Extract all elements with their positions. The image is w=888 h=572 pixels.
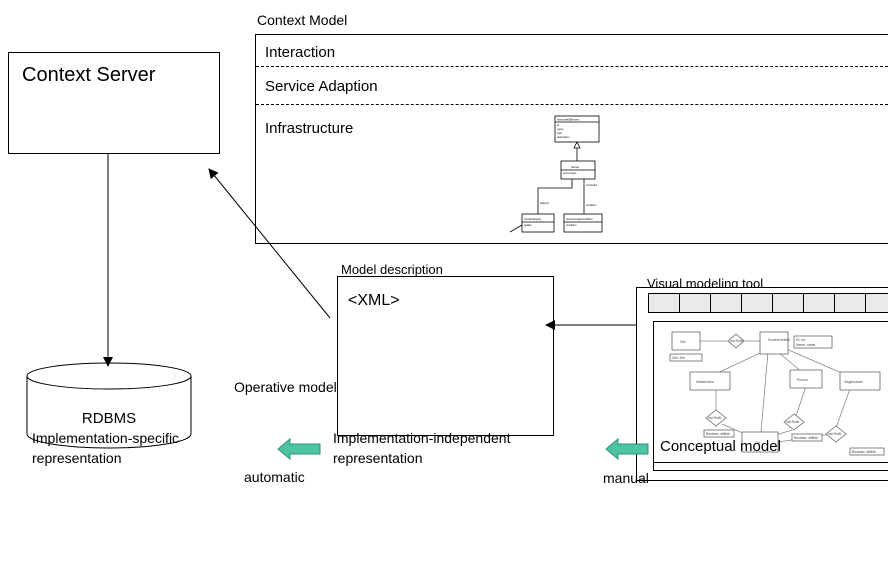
uml-attr: condition — [566, 223, 577, 227]
layer-divider — [256, 66, 888, 67]
context-server-box — [8, 52, 220, 154]
layer-infrastructure: Infrastructure — [265, 120, 354, 137]
uml-class-associated-element — [554, 115, 600, 143]
layer-service-adaption: Service Adaption — [265, 78, 378, 95]
context-server-title: Context Server — [22, 64, 156, 86]
impl-independent-line1: Implementation-independent — [333, 430, 511, 446]
uml-class-name-0: AssociatedElement — [557, 118, 579, 122]
er-relation-label: hat Rolle — [786, 420, 799, 424]
impl-specific-line1: Implementation-specific — [32, 430, 180, 446]
toolbar-cell[interactable] — [680, 293, 711, 313]
er-entity-gegenstand — [839, 371, 881, 391]
er-entity-label: Person — [797, 378, 808, 382]
canvas-scrollbar-line — [654, 462, 888, 463]
er-entity-ort — [741, 431, 779, 453]
er-entity-label: Gegenstand — [844, 380, 863, 384]
er-attr-label: ID: int — [796, 338, 805, 342]
uml-class-name-1: Sensor — [571, 165, 579, 169]
uml-class-sensor-usage-condition — [563, 213, 603, 233]
uml-role: condition — [586, 203, 597, 207]
model-description-title: Model description — [341, 262, 443, 277]
impl-independent-line2: representation — [333, 450, 423, 466]
er-relation-label: hat Rolle — [708, 416, 721, 420]
conceptual-model-label: Conceptual model — [660, 438, 781, 455]
er-entity-ziel — [671, 331, 701, 351]
er-diagram: Ziel Kontext-entität Infrastruktur Perso… — [669, 331, 885, 456]
impl-specific-line2: representation — [32, 450, 122, 466]
visual-tool-toolbar — [648, 293, 888, 313]
toolbar-cell[interactable] — [804, 293, 835, 313]
arrow-xml-to-server — [208, 168, 331, 319]
er-entity-person — [789, 369, 823, 389]
uml-role: constraint — [586, 183, 598, 187]
er-attr-label: Ziel: Ziel — [672, 356, 685, 360]
green-arrow-left-icon — [605, 437, 649, 461]
toolbar-cell[interactable] — [866, 293, 888, 313]
toolbar-cell[interactable] — [835, 293, 866, 313]
uml-attr: id — [557, 123, 560, 127]
er-relation — [705, 409, 727, 427]
layer-divider — [256, 104, 888, 105]
uml-attr: sensorType — [563, 171, 577, 175]
er-attr-label: Name: name — [796, 343, 816, 347]
er-attribute — [791, 433, 823, 442]
er-relation — [783, 413, 805, 431]
automatic-label: automatic — [244, 469, 305, 485]
manual-label: manual — [603, 470, 649, 486]
er-relation-label: hat Rolle — [730, 339, 743, 343]
er-attr-label: Boolean: diffiniti — [794, 436, 818, 440]
er-entity-infrastruktur — [689, 371, 731, 391]
green-arrow-left-icon — [277, 437, 321, 461]
er-relation — [825, 425, 847, 443]
er-entity-label: Ziel — [680, 340, 686, 344]
toolbar-cell[interactable] — [711, 293, 742, 313]
uml-attr: quality — [524, 223, 532, 227]
er-entity-label: Kontext-entität — [768, 338, 790, 342]
uml-class-name-3: SensorUsageCondition — [566, 217, 593, 221]
er-entity-label: Infrastruktur — [696, 380, 715, 384]
er-entity-kontext — [759, 331, 789, 355]
er-attribute — [793, 335, 833, 349]
operative-model-label: Operative model — [234, 379, 337, 395]
er-relation — [727, 333, 745, 349]
xml-label: <XML> — [348, 292, 400, 309]
layer-interaction: Interaction — [265, 44, 336, 61]
toolbar-cell[interactable] — [742, 293, 773, 313]
model-description-box — [337, 276, 554, 436]
er-attr-label: Boolean: diffiniti — [852, 450, 876, 454]
toolbar-cell[interactable] — [773, 293, 804, 313]
toolbar-cell[interactable] — [648, 293, 680, 313]
uml-class-diagram: AssociatedElement id name type descripti… — [509, 115, 603, 233]
er-attribute — [849, 447, 885, 456]
er-relation-label: hat Rolle — [828, 432, 841, 436]
uml-class-name-2: ContextSupply — [524, 217, 542, 221]
er-attribute — [703, 429, 735, 438]
er-attr-label: Boolean: diffiniti — [706, 432, 730, 436]
er-attribute — [669, 353, 703, 362]
uml-attr: type — [557, 131, 562, 135]
uml-attr: name — [557, 128, 564, 131]
rdbms-label: RDBMS — [81, 410, 137, 427]
er-entity-label: Ort — [755, 441, 760, 445]
context-model-title: Context Model — [257, 12, 348, 28]
uml-role: delivers — [540, 201, 550, 205]
uml-attr: description — [557, 135, 570, 139]
